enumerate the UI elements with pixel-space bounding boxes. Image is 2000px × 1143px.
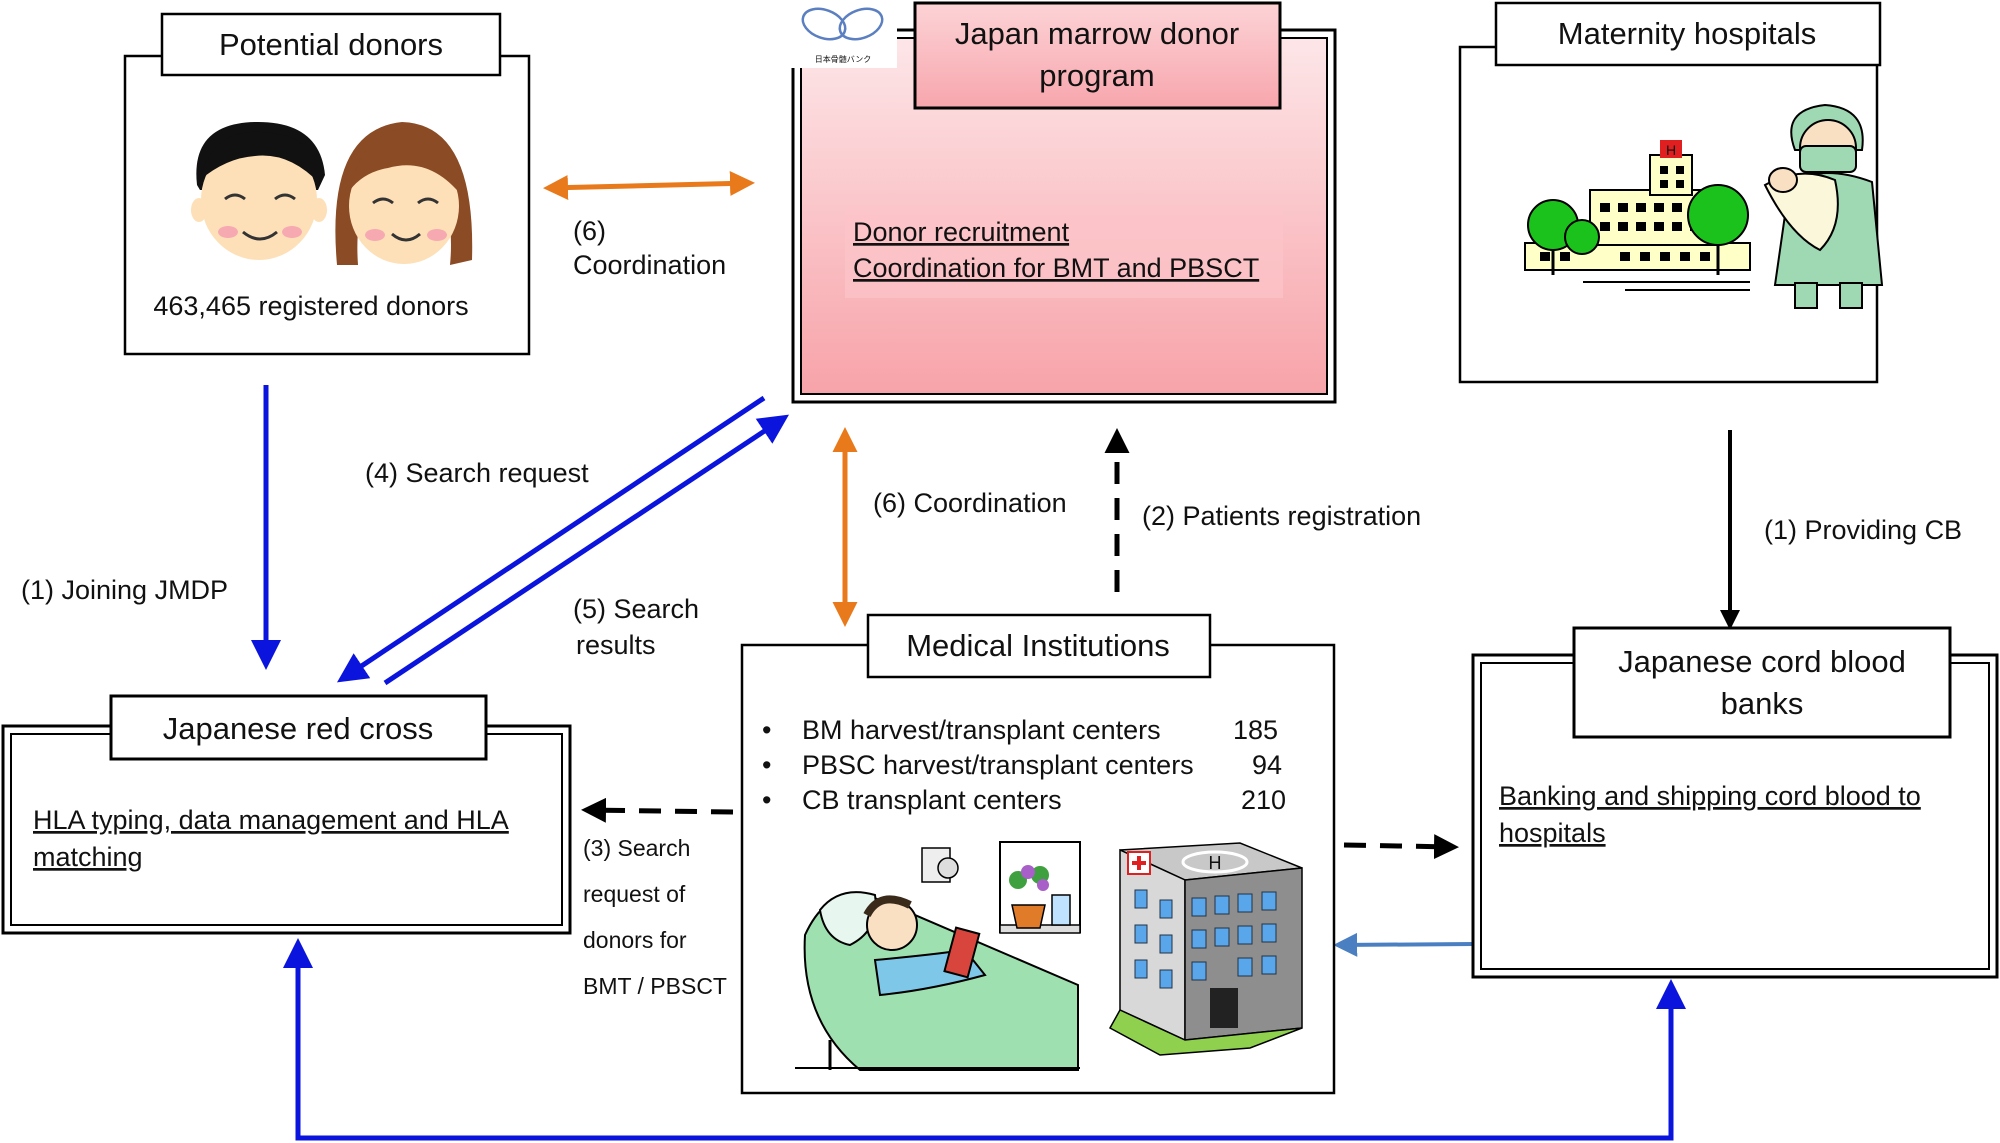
label-providing-cb: (1) Providing CB [1764,515,1962,545]
cord-blood-duty-line2: hospitals [1499,818,1606,848]
red-cross-duty-line2: matching [33,842,143,872]
center-bullet: • [762,750,771,780]
center-count-cb: 210 [1241,785,1286,815]
label-coordination-top: Coordination [573,250,726,280]
search-results-arrow [383,414,789,686]
red-cross-box: Japanese red cross HLA typing, data mana… [1,694,572,935]
red-cross-duty-line1: HLA typing, data management and HLA [33,805,509,835]
search-donors-arrow [581,797,734,823]
cord-blood-title-line1: Japanese cord blood [1618,644,1906,679]
nurse-baby-icon [1763,103,1884,309]
label-search-results-2: results [576,630,656,660]
search-request-arrow [337,395,766,683]
svg-text:H: H [1666,142,1676,158]
label-search-results-1: (5) Search [573,594,699,624]
maternity-hospitals-title: Maternity hospitals [1558,16,1816,51]
jmdp-duty-recruitment: Donor recruitment [853,217,1070,247]
label-joining: (1) Joining JMDP [21,575,228,605]
medical-institutions-box: Medical Institutions • BM harvest/transp… [740,613,1336,1095]
potential-donors-title: Potential donors [219,27,443,62]
label-search-donors-1: (3) Search [583,835,690,861]
patient-bed-icon [795,841,1081,1071]
potential-donors-box: Potential donors 463,465 registered dono… [123,12,531,356]
svg-text:日本骨髄バンク: 日本骨髄バンク [815,54,871,64]
label-patients-registration: (2) Patients registration [1142,501,1421,531]
medical-institutions-title: Medical Institutions [906,628,1170,663]
coordination-arrow-top [543,170,755,201]
jmdp-title-line1: Japan marrow donor [955,16,1239,51]
center-bullet: • [762,785,771,815]
label-search-donors-2: request of [583,881,686,907]
center-bullet: • [762,715,771,745]
label-search-donors-4: BMT / PBSCT [583,973,727,999]
cord-shipping-arrow [1333,932,1475,957]
center-list: • BM harvest/transplant centers 185 • PB… [762,715,1286,815]
jmdp-title-line2: program [1039,58,1154,93]
jmdp-logo-icon: 日本骨髄バンク [786,2,897,68]
label-search-request: (4) Search request [365,458,589,488]
center-count-bm: 185 [1233,715,1278,745]
center-label-bm: BM harvest/transplant centers [802,715,1161,745]
jmdp-duty-coordination: Coordination for BMT and PBSCT [853,253,1259,283]
cord-blood-duty-line1: Banking and shipping cord blood to [1499,781,1921,811]
center-count-pbsc: 94 [1252,750,1282,780]
registered-donors-count: 463,465 registered donors [153,291,468,321]
center-label-cb: CB transplant centers [802,785,1062,815]
label-coordination-top-num: (6) [573,216,606,246]
faces-icon [191,122,473,265]
cord-blood-box: Japanese cord blood banks Banking and sh… [1471,626,1999,979]
network-connection-arrow [283,938,1686,1141]
cord-blood-title-line2: banks [1721,686,1804,721]
maternity-hospital-icon: H [1524,140,1751,291]
label-coordination-mid: (6) Coordination [873,488,1067,518]
jmdp-box: Donor recruitment Coordination for BMT a… [786,1,1337,404]
cord-request-arrow [1343,834,1459,860]
hospital-building-icon: H [1108,842,1303,1056]
red-cross-title: Japanese red cross [163,711,434,746]
svg-text:H: H [1209,853,1222,873]
center-label-pbsc: PBSC harvest/transplant centers [802,750,1194,780]
label-search-donors-3: donors for [583,927,687,953]
maternity-hospitals-box: Maternity hospitals H [1458,1,1884,384]
